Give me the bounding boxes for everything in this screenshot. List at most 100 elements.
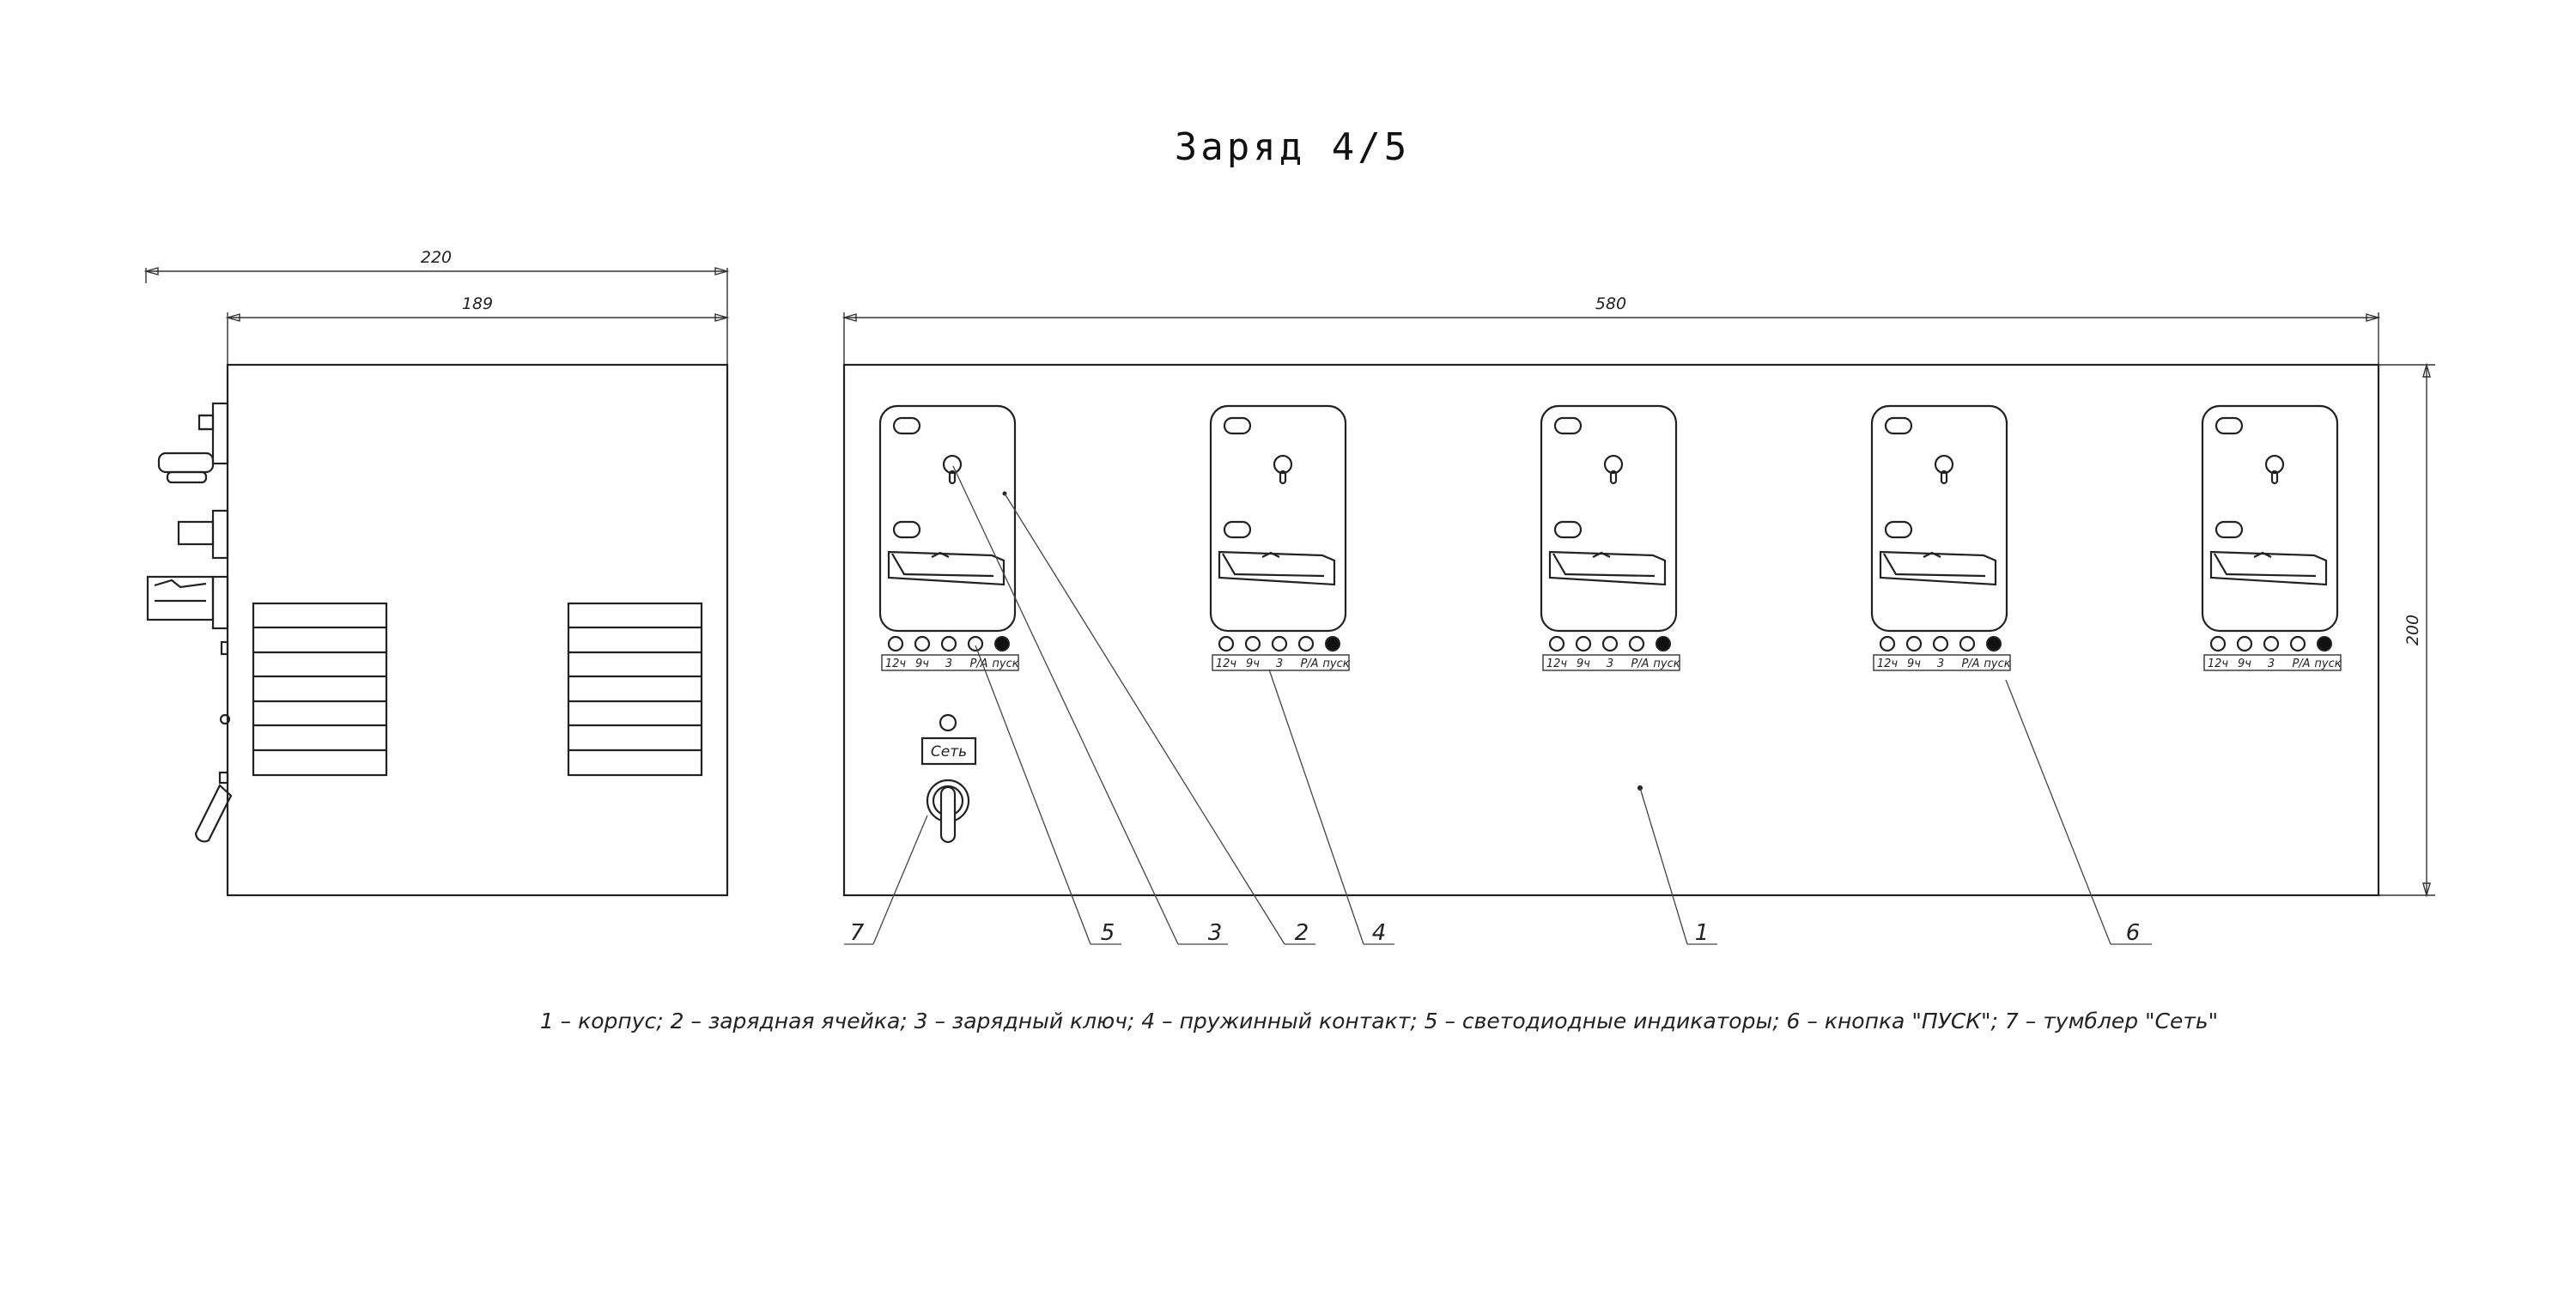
- indicator-label: 9ч: [1907, 658, 1921, 670]
- start-button[interactable]: [2317, 636, 2332, 651]
- start-button[interactable]: [994, 636, 1010, 651]
- indicator-label: Р/А: [1300, 658, 1318, 670]
- charging-key[interactable]: [2264, 454, 2285, 475]
- start-button[interactable]: [1986, 636, 2002, 651]
- cell-slot: [892, 520, 921, 539]
- side-toggle: [194, 784, 233, 843]
- spring-contact: [2209, 550, 2328, 586]
- dim-580-arrow-right: [2366, 313, 2381, 322]
- led-indicator: [1548, 635, 1565, 652]
- network-toggle-switch[interactable]: [926, 779, 970, 844]
- start-button[interactable]: [1656, 636, 1671, 651]
- cell-slot: [2215, 520, 2244, 539]
- side-protrusions: [146, 402, 233, 843]
- vent-right-frame: [567, 602, 703, 777]
- indicator-label-strip: [1212, 654, 1350, 671]
- dim-189-arrow-right: [714, 313, 730, 322]
- callout-7: 7: [850, 920, 865, 946]
- led-indicator: [887, 635, 904, 652]
- led-indicator: [1244, 635, 1261, 652]
- indicator-label: 9ч: [2238, 658, 2251, 670]
- callout-2: 2: [1295, 920, 1309, 946]
- charging-key[interactable]: [1603, 454, 1624, 475]
- cell-slot: [1884, 416, 1913, 435]
- toggle-lever: [939, 785, 957, 844]
- indicator-label: 3: [1607, 658, 1613, 670]
- led-indicator: [914, 635, 931, 652]
- dim-200-arrow-bottom: [2422, 882, 2431, 898]
- charging-key[interactable]: [942, 454, 963, 475]
- side-vent-left: [252, 602, 388, 777]
- dim-189-arrow-left: [225, 313, 240, 322]
- led-indicator: [940, 635, 957, 652]
- indicator-label: 12ч: [2208, 658, 2229, 670]
- network-label-box: [920, 736, 977, 766]
- charging-key[interactable]: [1934, 454, 1954, 475]
- indicator-label: 3: [945, 658, 952, 670]
- charging-key[interactable]: [1273, 454, 1293, 475]
- led-indicator: [1959, 635, 1976, 652]
- indicator-label: Р/А: [1961, 658, 1979, 670]
- indicator-label: 3: [2268, 658, 2275, 670]
- front-body: [842, 363, 2380, 897]
- indicator-label: пуск: [2314, 658, 2341, 670]
- cell-frame: [1209, 404, 1347, 633]
- indicator-label: Р/А: [969, 658, 987, 670]
- cell-frame: [1540, 404, 1678, 633]
- indicator-label-strip: [881, 654, 1019, 671]
- network-led: [939, 713, 957, 732]
- cell-frame: [2201, 404, 2339, 633]
- dim-220-arrow-right: [714, 267, 730, 276]
- callout-5: 5: [1101, 920, 1115, 946]
- indicator-label: 9ч: [915, 658, 929, 670]
- dim-220-label: 220: [421, 248, 452, 267]
- cell-frame: [878, 404, 1017, 633]
- network-label: Сеть: [931, 743, 967, 761]
- indicator-label: 12ч: [1877, 658, 1899, 670]
- indicator-label: 9ч: [1577, 658, 1590, 670]
- cell-slot: [1223, 520, 1252, 539]
- side-view: 220 189: [143, 248, 730, 897]
- side-body: [226, 363, 729, 897]
- cell-slot: [892, 416, 921, 435]
- indicator-label: 3: [1276, 658, 1283, 670]
- dim-220-arrow-left: [143, 267, 159, 276]
- cell-slot: [1884, 520, 1913, 539]
- indicator-label-strip: [1873, 654, 2011, 671]
- legend-text: 1 – корпус; 2 – зарядная ячейка; 3 – зар…: [540, 1009, 2218, 1033]
- callouts: 7 5 3 2 4 1 6: [844, 465, 2152, 946]
- callout-6: 6: [2126, 920, 2141, 946]
- callout-4: 4: [1372, 920, 1387, 946]
- cell-slot: [1553, 520, 1583, 539]
- indicator-label: пуск: [1984, 658, 2010, 670]
- dim-580-arrow-left: [841, 313, 857, 322]
- led-indicator: [1218, 635, 1235, 652]
- led-indicator: [2289, 635, 2306, 652]
- indicator-label: 9ч: [1246, 658, 1260, 670]
- cell-frame: [1870, 404, 2008, 633]
- cell-slot: [1223, 416, 1252, 435]
- indicator-label: Р/А: [1631, 658, 1649, 670]
- indicator-label: Р/А: [2292, 658, 2310, 670]
- spring-contact: [1218, 550, 1336, 586]
- callout-3: 3: [1208, 920, 1223, 946]
- start-button[interactable]: [1325, 636, 1340, 651]
- led-indicator: [967, 635, 984, 652]
- led-indicator: [1879, 635, 1896, 652]
- led-indicator: [1271, 635, 1288, 652]
- indicator-label: 12ч: [885, 658, 907, 670]
- indicator-label: 12ч: [1546, 658, 1568, 670]
- led-indicator: [1628, 635, 1645, 652]
- led-indicator: [2209, 635, 2227, 652]
- dim-580-label: 580: [1595, 294, 1626, 313]
- spring-contact: [887, 550, 1005, 586]
- drawing-title: Заряд 4/5: [1175, 125, 1410, 169]
- cell-slot: [1553, 416, 1583, 435]
